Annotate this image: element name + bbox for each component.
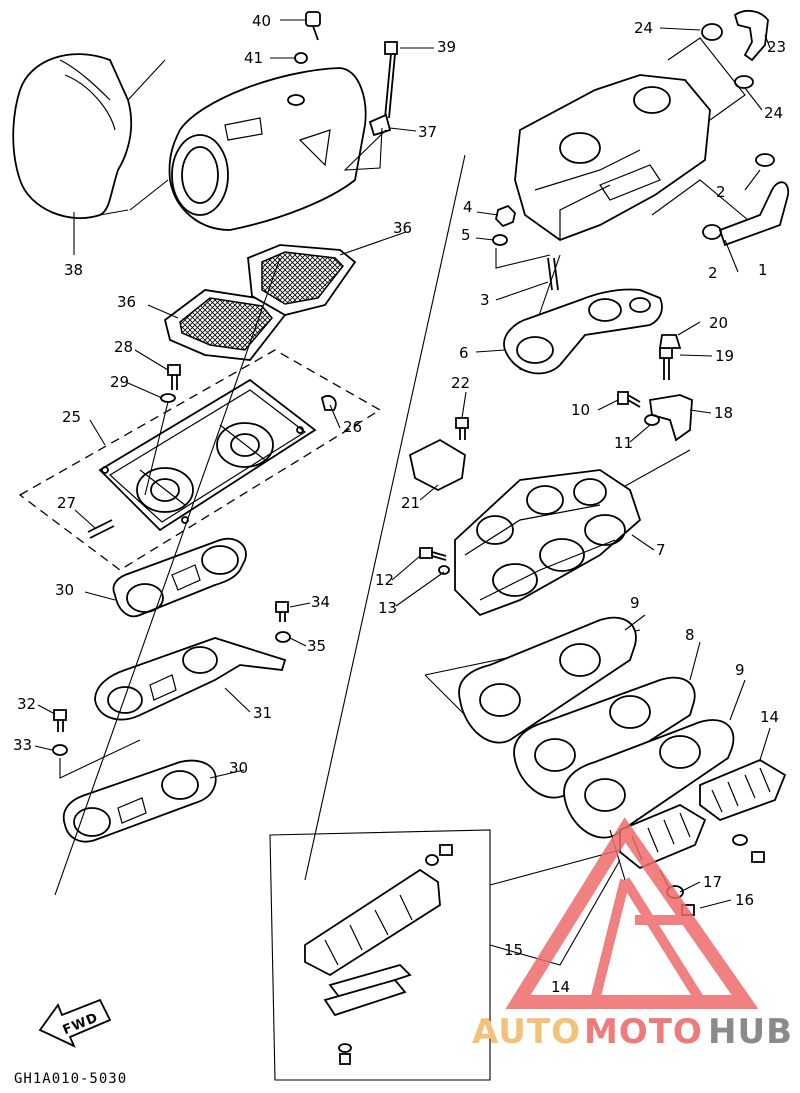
callout-33: 33 — [13, 736, 32, 754]
watermark-hub: HUB — [708, 1012, 793, 1052]
callout-29: 29 — [110, 373, 129, 391]
callout-26: 26 — [343, 418, 362, 436]
callout-20: 20 — [709, 314, 728, 332]
callout-40: 40 — [252, 12, 271, 30]
part-callouts: 1 2 2 3 4 5 6 7 8 9 9 10 11 12 13 14 14 … — [13, 12, 786, 996]
callout-14: 14 — [760, 708, 779, 726]
callout-4: 4 — [463, 198, 473, 216]
callout-17: 17 — [703, 873, 722, 891]
callout-37: 37 — [418, 123, 437, 141]
callout-35: 35 — [307, 637, 326, 655]
callout-22: 22 — [451, 374, 470, 392]
watermark-auto: AUTO — [472, 1012, 581, 1052]
callout-2: 2 — [708, 264, 718, 282]
callout-leaders — [34, 19, 771, 909]
dashed-box-25 — [18, 349, 382, 571]
diagram-code: GH1A010-5030 — [14, 1071, 127, 1087]
sensor-21 — [408, 417, 469, 492]
callout-36: 36 — [117, 293, 136, 311]
callout-2: 2 — [716, 183, 726, 201]
bolt-39-and-small-parts — [294, 11, 398, 171]
callout-24: 24 — [764, 104, 783, 122]
water-box-assembly — [514, 37, 761, 242]
callout-3: 3 — [480, 291, 490, 309]
filter-screens-36 — [163, 244, 357, 361]
callout-5: 5 — [461, 226, 471, 244]
callout-6: 6 — [459, 344, 469, 362]
callout-34: 34 — [311, 593, 330, 611]
intake-manifold-7 — [419, 469, 642, 617]
callout-25: 25 — [62, 408, 81, 426]
nut-4-washer-5-stud-3 — [492, 204, 559, 291]
callout-14: 14 — [551, 978, 570, 996]
callout-36: 36 — [393, 219, 412, 237]
callout-10: 10 — [571, 401, 590, 419]
callout-31: 31 — [253, 704, 272, 722]
callout-39: 39 — [437, 38, 456, 56]
callout-9: 9 — [630, 594, 640, 612]
bolts-32-34 — [52, 601, 291, 779]
callout-21: 21 — [401, 494, 420, 512]
callout-9: 9 — [735, 661, 745, 679]
callout-13: 13 — [378, 599, 397, 617]
gasket-6 — [503, 288, 663, 375]
callout-18: 18 — [714, 404, 733, 422]
silencer-base-25 — [87, 378, 337, 539]
callout-8: 8 — [685, 626, 695, 644]
callout-1: 1 — [758, 261, 768, 279]
gaskets-30-31 — [62, 537, 287, 843]
callout-16: 16 — [735, 891, 754, 909]
watermark-moto: MOTO — [584, 1012, 703, 1052]
hoses — [701, 9, 790, 247]
bolt-28-washer-29 — [144, 364, 181, 496]
callout-41: 41 — [244, 49, 263, 67]
callout-15: 15 — [504, 941, 523, 959]
callout-30: 30 — [229, 759, 248, 777]
callout-11: 11 — [614, 434, 633, 452]
callout-12: 12 — [375, 571, 394, 589]
silencer-housing — [129, 67, 367, 231]
callout-19: 19 — [715, 347, 734, 365]
watermark-logo — [505, 817, 759, 1009]
bracket-18-bolts — [617, 334, 693, 442]
intake-duct-38 — [12, 53, 166, 255]
callout-28: 28 — [114, 338, 133, 356]
callout-24: 24 — [634, 19, 653, 37]
callout-23: 23 — [767, 38, 786, 56]
fwd-arrow — [38, 998, 112, 1048]
detail-box-15 — [269, 829, 621, 1081]
callout-38: 38 — [64, 261, 83, 279]
callout-32: 32 — [17, 695, 36, 713]
gaskets-8-9 — [458, 616, 735, 839]
callout-27: 27 — [57, 494, 76, 512]
callout-30: 30 — [55, 581, 74, 599]
callout-7: 7 — [656, 541, 666, 559]
